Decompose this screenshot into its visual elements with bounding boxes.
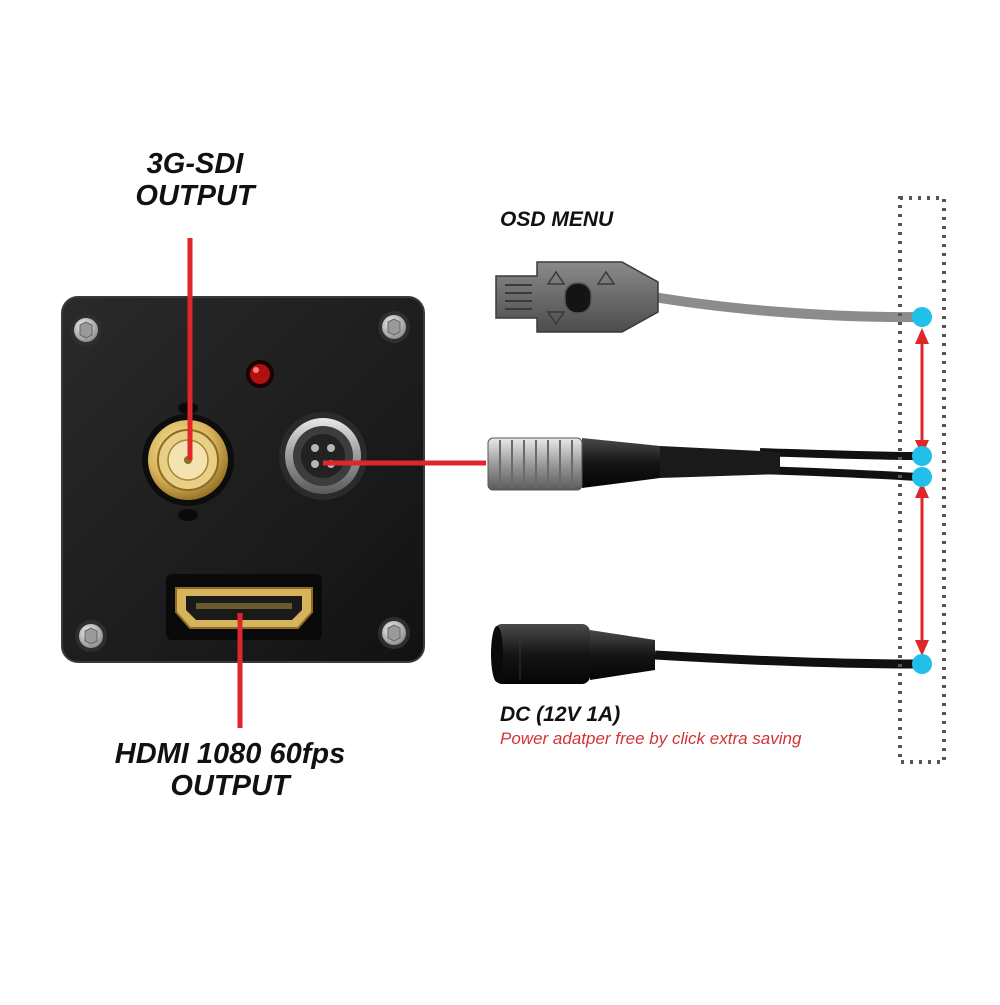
osd-menu-label: OSD MENU (500, 208, 614, 231)
mounting-screw-icon (70, 314, 102, 346)
dc-barrel-jack-icon (491, 624, 919, 684)
sdi-output-label: 3G-SDI OUTPUT (110, 148, 280, 213)
hdmi-port-icon (166, 574, 322, 640)
hdmi-output-label: HDMI 1080 60fps OUTPUT (80, 738, 380, 803)
mounting-screw-icon (378, 617, 410, 649)
connection-points (912, 307, 932, 674)
hdmi-label-line1: HDMI 1080 60fps (114, 738, 346, 770)
osd-button-icon (564, 282, 592, 314)
dc-power-label: DC (12V 1A) (500, 703, 621, 726)
sdi-label-line1: 3G-SDI (146, 148, 244, 180)
power-adapter-note: Power adatper free by click extra saving (500, 729, 802, 748)
camera-back-panel (61, 296, 425, 663)
hdmi-label-line2: OUTPUT (170, 770, 290, 803)
osd-menu-cable (495, 261, 923, 333)
callout-lines (187, 238, 486, 728)
sdi-label-line2: OUTPUT (135, 180, 255, 213)
hirose-connector-icon (279, 412, 367, 500)
mounting-screw-icon (378, 311, 410, 343)
connection-arrows (915, 328, 929, 656)
hirose-cable-plug (487, 437, 919, 491)
status-led-icon (246, 360, 274, 388)
connection-panel (898, 196, 946, 764)
mounting-screw-icon (75, 620, 107, 652)
